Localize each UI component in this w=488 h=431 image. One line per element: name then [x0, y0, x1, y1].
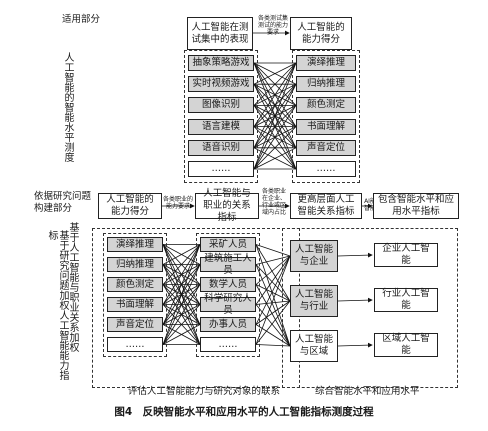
relation-item-0: 人工智能与企业: [290, 240, 338, 272]
ability-item-bottom-0: 演绎推理: [107, 237, 163, 252]
ability-occupation-line: [162, 244, 201, 325]
occupation-relation-line: [255, 244, 291, 347]
occupation-relation-line: [255, 344, 291, 347]
test-set-item-2: 图像识别: [188, 97, 254, 114]
ability-item-bottom-5: ……: [107, 337, 163, 352]
relation-result-arrow: [337, 297, 373, 303]
ability-item-top-4: 声音定位: [296, 139, 356, 156]
top-connector-line: [253, 62, 297, 170]
flow-higher-level-box: 更高层面人工智能关系指标: [290, 193, 362, 219]
test-performance-box: 人工智能在测试集中的表现: [187, 17, 253, 50]
flow-note-occupation-requirement: 各类职业的能力要求: [163, 196, 194, 210]
relation-item-2: 人工智能与区域: [290, 330, 338, 362]
top-section-side-title: 人工智能的智能水平测度: [62, 52, 73, 162]
top-connector-line: [253, 147, 297, 170]
occupation-item-0: 采矿人员: [200, 237, 256, 252]
figure-caption: 图4 反映智能水平和应用水平的人工智能指标测度过程: [114, 406, 374, 418]
flow-index-box: 包含智能水平和应用水平指标: [373, 193, 459, 219]
top-connector-line: [253, 62, 297, 85]
result-item-0: 企业人工智能: [374, 243, 438, 267]
occupation-relation-line: [255, 300, 291, 325]
occupation-relation-line: [255, 255, 291, 305]
ability-occupation-line: [162, 244, 201, 265]
occupation-item-5: ……: [200, 337, 256, 352]
occupation-relation-line: [255, 324, 291, 347]
occupation-item-4: 办事人员: [200, 317, 256, 332]
bottom-side-title-inner: 基于人工智能与职业关系加权: [67, 222, 78, 352]
relation-result-arrow: [337, 342, 373, 348]
top-connector-line: [253, 62, 297, 106]
relation-item-1: 人工智能与行业: [290, 285, 338, 317]
test-set-item-4: 语音识别: [188, 139, 254, 156]
occupation-relation-line: [255, 284, 291, 302]
top-connector-line: [253, 62, 297, 148]
ability-group-bottom: [103, 233, 167, 357]
flow-ability-score-box: 人工智能的能力得分: [98, 193, 162, 219]
ability-item-top-3: 书面理解: [296, 118, 356, 135]
occupation-item-2: 数学人员: [200, 277, 256, 292]
ability-occupation-line: [162, 264, 201, 345]
occupation-relation-line: [255, 244, 291, 302]
ability-score-box: 人工智能的能力得分: [290, 17, 352, 50]
ability-item-top-5: ……: [296, 161, 356, 177]
occupation-relation-line: [255, 284, 291, 347]
occupation-group: [196, 233, 260, 357]
top-connector-line: [253, 105, 297, 170]
result-item-2: 区域人工智能: [374, 333, 438, 357]
ability-occupation-line: [162, 284, 201, 345]
ability-requirement-note: 各类测试集测试的能力要求: [257, 15, 288, 36]
occupation-relation-line: [255, 255, 291, 325]
occupation-relation-line: [255, 255, 291, 345]
top-connector-line: [253, 84, 297, 170]
test-set-item-5: ……: [188, 161, 254, 177]
occupation-relation-line: [255, 300, 291, 305]
occupation-relation-line: [255, 255, 291, 285]
bottom-section-label: 依据研究问题构建部分: [34, 191, 92, 214]
ability-occupation-line: [162, 304, 201, 345]
occupation-relation-line: [255, 264, 291, 302]
top-connector-line: [253, 126, 297, 170]
ability-item-bottom-4: 声音定位: [107, 317, 163, 332]
ability-occupation-line: [162, 244, 201, 285]
ability-item-top-0: 演绎推理: [296, 55, 356, 71]
ability-occupation-line: [162, 244, 201, 345]
occupation-relation-line: [255, 244, 291, 257]
ability-item-top-2: 颜色测定: [296, 97, 356, 114]
note-right: 综合智能水平和应用水平: [315, 386, 420, 397]
occupation-relation-line: [255, 255, 291, 265]
occupation-relation-line: [255, 264, 291, 347]
relation-result-arrow: [337, 252, 373, 258]
result-item-1: 行业人工智能: [374, 288, 438, 312]
occupation-item-1: 建筑施工人员: [200, 253, 256, 276]
top-connector-line: [253, 62, 297, 127]
top-section-label: 适用部分: [62, 14, 101, 25]
ability-item-bottom-2: 颜色测定: [107, 277, 163, 292]
ability-occupation-line: [162, 244, 201, 305]
ability-group-top: [292, 50, 360, 183]
test-set-item-1: 实时视频游戏: [188, 76, 254, 93]
flow-note-occupation-share: 各类职业在企业、行业或区域内占比: [261, 188, 286, 216]
test-set-item-0: 抽象策略游戏: [188, 55, 254, 71]
occupation-relation-line: [255, 304, 291, 347]
ability-item-top-1: 归纳推理: [296, 76, 356, 93]
ability-occupation-line: [162, 324, 201, 345]
ability-item-bottom-1: 归纳推理: [107, 257, 163, 272]
test-set-item-3: 语言建模: [188, 118, 254, 135]
occupation-relation-line: [255, 300, 291, 345]
bottom-side-title-outer: 基于研究问题加权人工智能能力指标: [46, 230, 68, 380]
occupation-item-3: 科学研究人员: [200, 293, 256, 316]
ability-item-bottom-3: 书面理解: [107, 297, 163, 312]
test-set-group: [184, 50, 258, 183]
aggregation-group: [282, 228, 458, 388]
flow-ai-occupation-box: 人工智能与职业的关系指标: [195, 188, 259, 223]
note-left: 评估人工智能能力与研究对象的联系: [128, 386, 281, 397]
